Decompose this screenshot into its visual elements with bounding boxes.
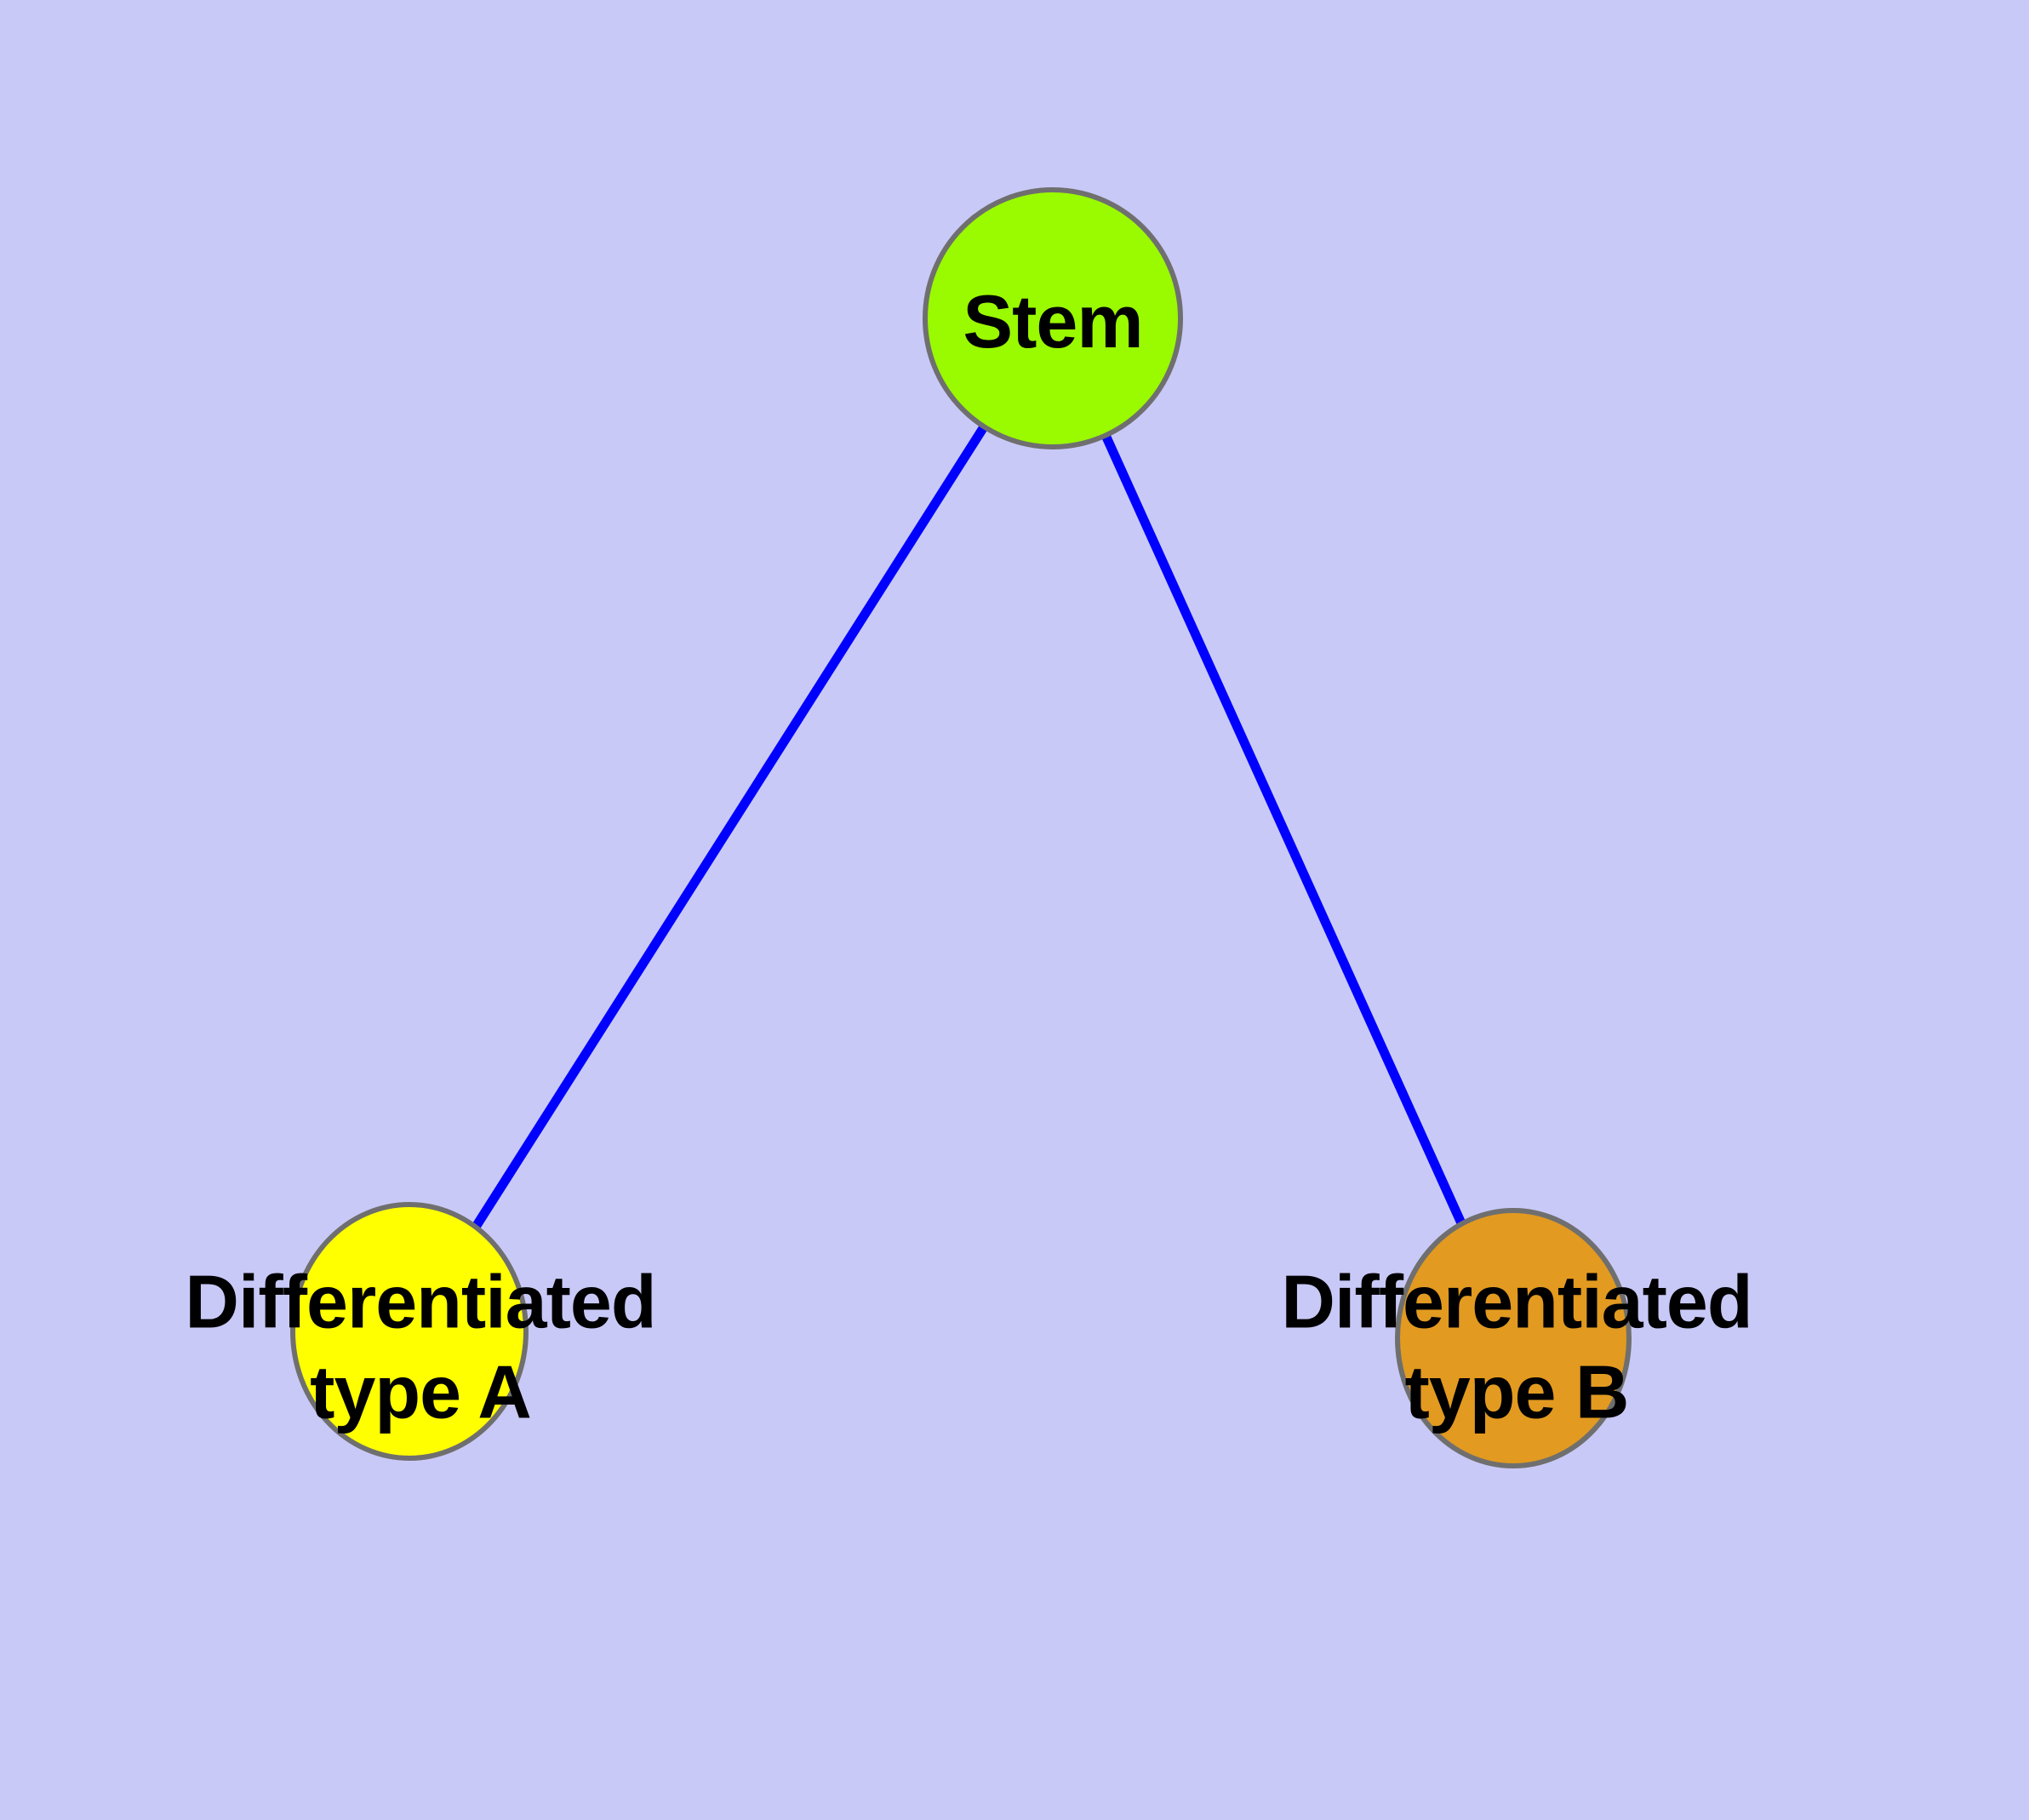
node-stem bbox=[923, 187, 1183, 449]
node-differentiated-type-a bbox=[290, 1202, 529, 1461]
edge-stem-to-type-b bbox=[1048, 316, 1518, 1341]
node-label-stem: Stem bbox=[963, 279, 1143, 364]
node-label-differentiated-type-b: Differentiated type B bbox=[1281, 1259, 1752, 1434]
edge-stem-to-type-a bbox=[405, 316, 1057, 1334]
node-differentiated-type-b bbox=[1395, 1208, 1632, 1468]
node-label-differentiated-type-a: Differentiated type A bbox=[185, 1259, 656, 1434]
